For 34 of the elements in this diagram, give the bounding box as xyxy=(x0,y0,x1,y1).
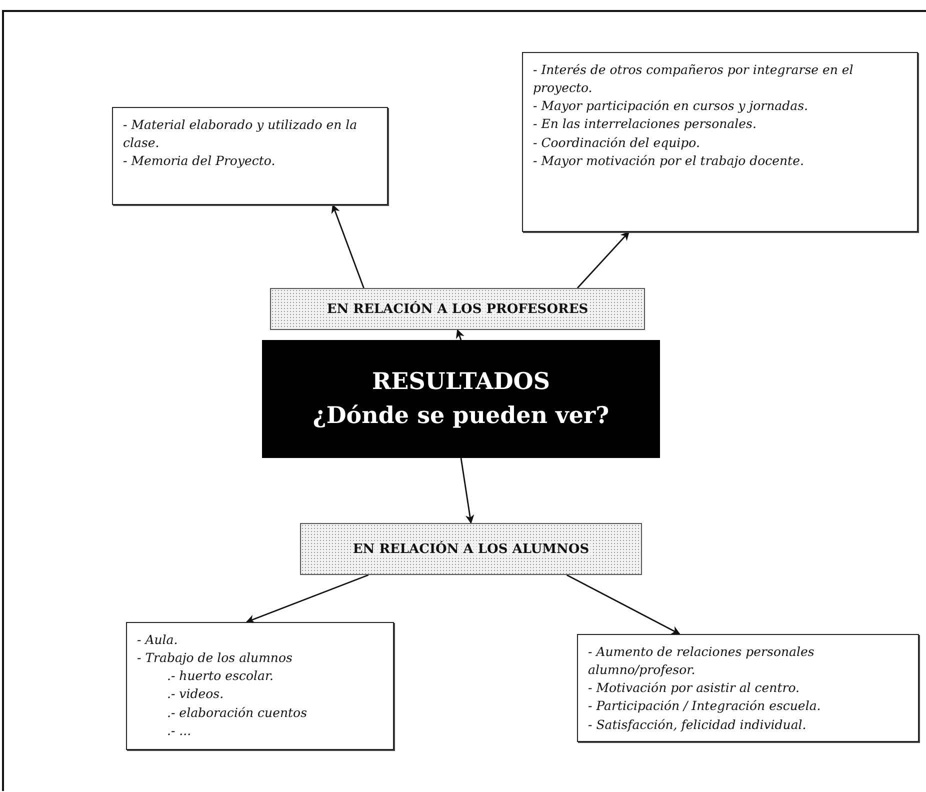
list-item: - Trabajo de los alumnos xyxy=(137,649,294,668)
list-item: - Coordinación del equipo. xyxy=(533,134,701,152)
text-box xyxy=(577,634,919,742)
list-item: - Aula. xyxy=(137,631,179,649)
list-item: - Material elaborado y utilizado en la clase. xyxy=(123,116,358,152)
list-item: - Memoria del Proyecto. xyxy=(123,152,276,170)
heading-box xyxy=(270,288,645,330)
arrow xyxy=(246,574,369,624)
list-item: - Aumento de relaciones personales alumno/profesor. xyxy=(588,643,816,680)
title-text: RESULTADOS xyxy=(372,366,550,396)
heading-text: EN RELACIÓN A LOS ALUMNOS xyxy=(350,542,592,556)
arrow xyxy=(331,204,364,288)
list-item: - Interés de otros compañeros por integrarse en el proyecto. xyxy=(533,61,854,98)
list-item: .- elaboración cuentos xyxy=(166,704,308,722)
title-box xyxy=(262,340,660,458)
list-item: - Satisfacción, felicidad individual. xyxy=(588,716,808,734)
heading-box xyxy=(300,523,642,575)
list-item: .- ... xyxy=(166,722,192,740)
text-box xyxy=(522,52,918,232)
list-item: - Mayor motivación por el trabajo docente. xyxy=(533,152,805,170)
list-item: - En las interrelaciones personales. xyxy=(533,115,758,134)
arrow xyxy=(456,329,464,340)
arrow xyxy=(576,231,630,288)
list-item: - Mayor participación en cursos y jornadas. xyxy=(533,97,809,116)
list-item: - Motivación por asistir al centro. xyxy=(588,679,800,698)
list-item: - Participación / Integración escuela. xyxy=(588,697,822,716)
list-item: .- videos. xyxy=(166,685,225,704)
arrow xyxy=(566,574,680,635)
list-item: .- huerto escolar. xyxy=(166,667,275,686)
text-box xyxy=(126,622,394,750)
title-text: ¿Dónde se pueden ver? xyxy=(312,401,610,431)
text-box xyxy=(112,107,388,205)
heading-text: EN RELACIÓN A LOS PROFESORES xyxy=(324,302,590,316)
arrow xyxy=(460,458,474,524)
